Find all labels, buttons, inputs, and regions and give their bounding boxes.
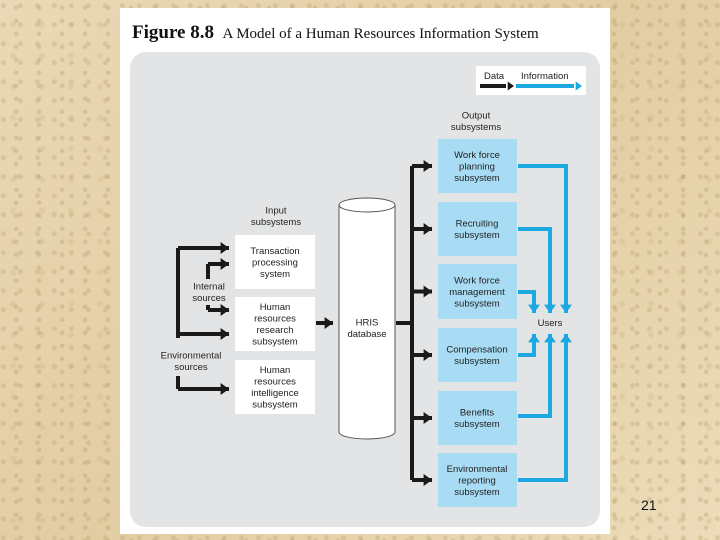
planning-to-users-arrow-line [518,164,568,313]
hris-database-top [338,197,396,213]
output-subsystem-box [438,139,517,193]
bus-to-output-arrow-head [423,160,432,172]
input-subsystem-box [235,235,315,289]
planning-to-users-arrow-head [560,304,572,313]
hris-database-cylinder [338,205,396,440]
compensation-to-users-arrow-head [528,334,540,343]
legend-data-arrowhead [507,81,514,91]
output-subsystem-box [438,328,517,382]
figure-title: Figure 8.8 A Model of a Human Resources … [132,22,539,44]
users-label: Users [538,318,563,329]
internal-to-transaction-arrow-head [220,258,229,270]
bus-to-output-arrow-head [423,223,432,235]
management-to-users-arrow-head [528,304,540,313]
input-to-database-arrow-head [324,317,333,329]
input-subsystem-box [235,297,315,351]
output-subsystem-box [438,264,517,319]
bus-to-output-arrow-head [423,349,432,361]
bus-to-output-arrow-head [423,412,432,424]
benefits-to-users-arrow-head [544,334,556,343]
figure-label: Figure 8.8 [132,22,214,43]
internal-to-research-arrow-head [220,304,229,316]
bus-to-output-arrow-head [423,285,432,298]
reporting-to-users-arrow-line [518,334,568,482]
figure-caption: A Model of a Human Resources Information… [222,26,539,42]
legend-box [476,66,586,95]
output-subsystem-box [438,453,517,507]
bus-to-output-arrow-head [423,474,432,486]
page-number: 21 [641,497,657,513]
legend-information-arrowhead [575,81,582,91]
source-to-transaction-arrow-head [220,242,229,254]
input-subsystem-box [235,360,315,414]
recruiting-to-users-arrow-line [518,227,552,313]
benefits-to-users-arrow-line [518,334,552,418]
environmental-to-research-arrow-head [220,328,229,340]
recruiting-to-users-arrow-head [544,304,556,313]
legend-data-label: Data [484,71,505,82]
output-subsystem-box [438,202,517,256]
legend-information-label: Information [521,71,569,82]
output-subsystem-box [438,391,517,445]
environmental-to-intelligence-arrow-head [220,383,229,395]
reporting-to-users-arrow-head [560,334,572,343]
